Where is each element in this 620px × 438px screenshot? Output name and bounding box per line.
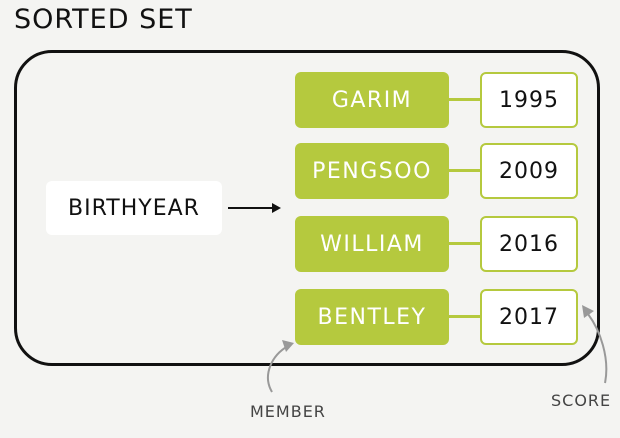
member-arrow [267,345,289,393]
score-box: 2009 [480,143,578,199]
score-arrow-head [582,305,594,318]
score-box: 2016 [480,216,578,272]
connector-line [449,98,480,101]
score-box: 2017 [480,289,578,345]
key-box: BIRTHYEAR [46,181,222,235]
key-arrow-head [272,203,281,213]
connector-line [449,315,480,318]
member-box: GARIM [295,72,449,128]
score-label: SCORE [551,391,612,410]
connector-line [449,169,480,172]
sorted-set-container [14,50,600,366]
member-arrow-head [282,340,294,352]
member-label: MEMBER [250,402,326,421]
score-box: 1995 [480,72,578,128]
member-box: PENGSOO [295,143,449,199]
score-arrow [587,313,608,384]
member-box: BENTLEY [295,289,449,345]
connector-line [449,242,480,245]
member-box: WILLIAM [295,216,449,272]
diagram-title: SORTED SET [14,4,193,35]
